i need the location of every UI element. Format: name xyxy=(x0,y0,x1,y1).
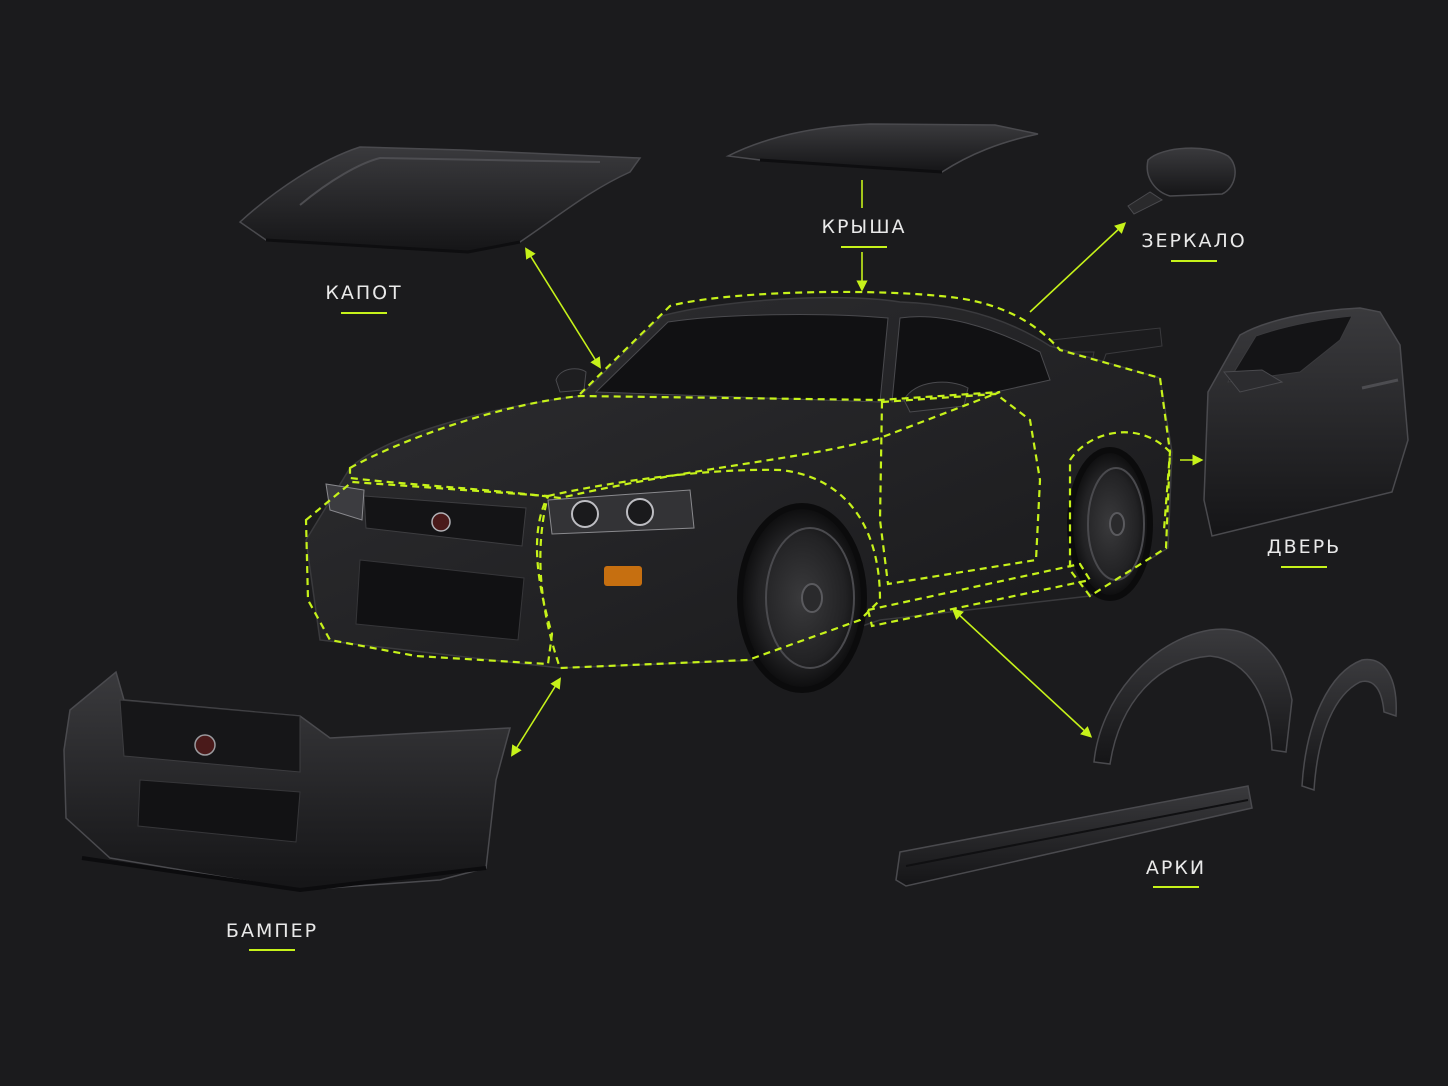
rear-wheel-icon xyxy=(1067,447,1153,601)
front-wheel-icon xyxy=(737,503,867,693)
arches-part xyxy=(895,628,1397,887)
bumper-label-underline xyxy=(249,949,295,951)
hood-arrow xyxy=(525,247,601,369)
door-part xyxy=(1203,307,1409,537)
mirror-label: ЗЕРКАЛО xyxy=(1141,230,1247,252)
skirt-outline xyxy=(866,562,1092,628)
car-illustration xyxy=(305,296,1173,693)
rear-arch-outline xyxy=(1068,431,1172,598)
arches-label: АРКИ xyxy=(1145,857,1207,879)
mirror-part xyxy=(1127,147,1236,215)
bumper-badge-icon xyxy=(194,734,216,756)
roof-label: КРЫША xyxy=(821,216,907,238)
door-label-underline xyxy=(1281,566,1327,568)
hood-label: КАПОТ xyxy=(325,282,403,304)
roof-outline xyxy=(579,290,1172,531)
roof-part xyxy=(725,123,1039,174)
hood-label-underline xyxy=(341,312,387,314)
mirror-label-underline xyxy=(1171,260,1217,262)
hood-outline xyxy=(348,390,1001,500)
mirror-arrow xyxy=(1029,222,1127,313)
bumper-label: БАМПЕР xyxy=(225,920,319,942)
hood-part xyxy=(238,146,642,254)
door-outline xyxy=(878,392,1042,586)
car-badge-icon xyxy=(431,512,451,532)
arches-arrow xyxy=(951,608,1093,738)
roof-label-underline xyxy=(841,246,887,248)
connector-arrows xyxy=(511,180,1204,757)
bumper-outline xyxy=(304,480,554,666)
bumper-arrow xyxy=(511,677,561,757)
bumper-part xyxy=(63,670,511,893)
door-label: ДВЕРЬ xyxy=(1266,536,1342,558)
front-fender-outline xyxy=(539,468,882,670)
part-outlines xyxy=(304,290,1172,670)
arches-label-underline xyxy=(1153,886,1199,888)
